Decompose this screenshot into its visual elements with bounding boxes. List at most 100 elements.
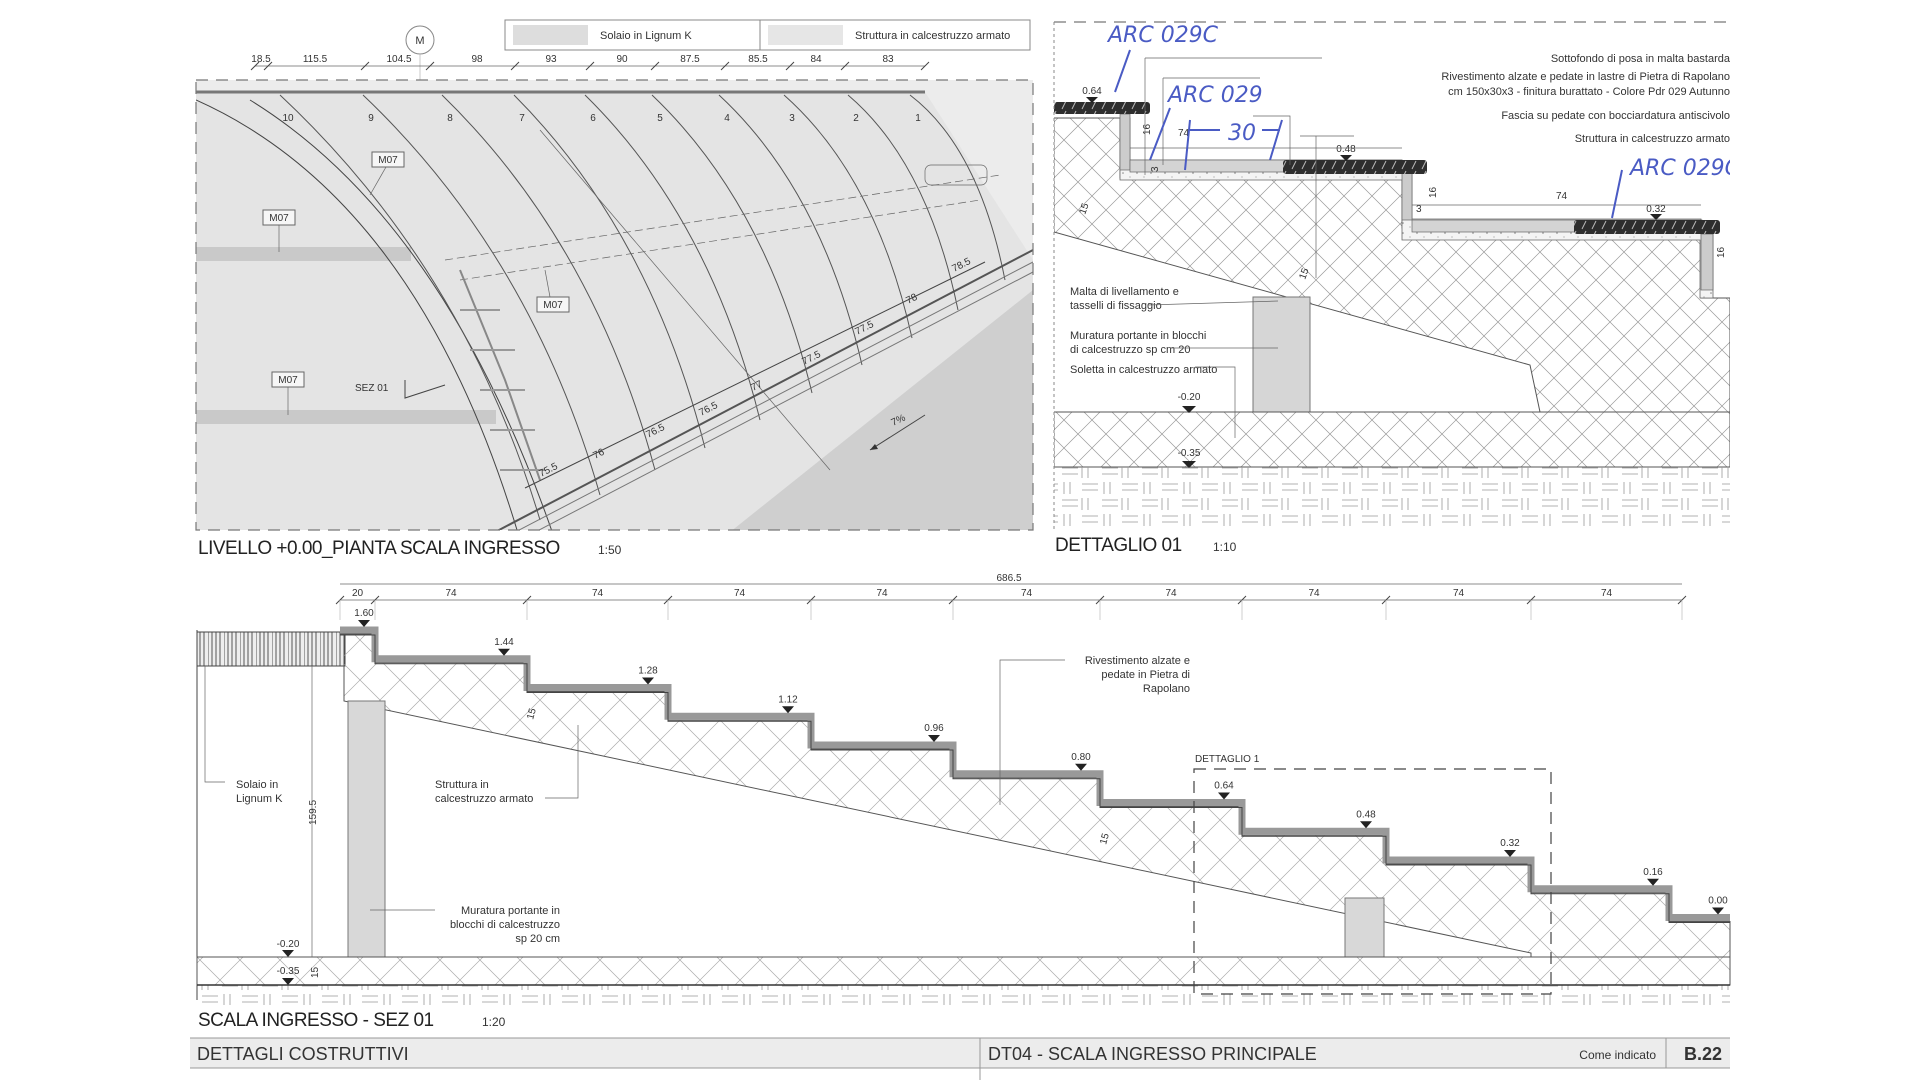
m07-tag: M07 xyxy=(271,371,305,415)
level-marker: 0.16 xyxy=(1643,867,1663,886)
dimension: 15 xyxy=(1297,266,1311,281)
dimension: 15 xyxy=(525,707,539,721)
step-number: 6 xyxy=(590,113,596,124)
dimension-label: 20 xyxy=(352,588,364,599)
level-marker: 0.00 xyxy=(1708,896,1728,915)
svg-text:M07: M07 xyxy=(278,375,298,386)
level-marker: 0.48 xyxy=(1356,809,1376,829)
level-triangle-icon xyxy=(1647,878,1659,886)
section-mark: SEZ 01 xyxy=(355,383,389,394)
m07-tag: M07 xyxy=(369,151,405,196)
lignum-floor xyxy=(196,631,346,667)
note-masonry: di calcestruzzo sp cm 20 xyxy=(1070,344,1190,356)
edge-dimension: 78 xyxy=(904,292,919,307)
dimension-label: 74 xyxy=(1308,588,1320,599)
height-dimension: 159.5 xyxy=(308,800,319,825)
dimension-label: 74 xyxy=(876,588,888,599)
dimension: 15 xyxy=(310,966,321,978)
step-line xyxy=(847,94,959,311)
level-marker: 0.96 xyxy=(924,723,944,742)
level-marker: 0.32 xyxy=(1646,204,1666,220)
level-value: 1.28 xyxy=(638,666,658,677)
level-value: 0.00 xyxy=(1708,896,1728,907)
level-triangle-icon xyxy=(1504,850,1516,857)
note-slab: Soletta in calcestruzzo armato xyxy=(1070,364,1217,376)
handwritten-note: ARC 029 xyxy=(1166,83,1263,108)
stone-tread xyxy=(1283,160,1427,174)
step-number: 3 xyxy=(789,113,795,124)
dimension-label: 18.5 xyxy=(251,54,271,65)
step-number: 8 xyxy=(447,113,453,124)
handwritten-note: ARC 029C xyxy=(1628,156,1741,181)
svg-text:0.64: 0.64 xyxy=(1082,86,1102,97)
dimension-label: 74 xyxy=(445,588,457,599)
stone-tread xyxy=(1054,102,1150,114)
note-cladding: Rivestimento alzate e pedate in lastre d… xyxy=(1441,71,1730,83)
level-marker: -0.20 xyxy=(277,939,300,957)
svg-text:0.48: 0.48 xyxy=(1336,144,1356,155)
detail-callout-label: DETTAGLIO 1 xyxy=(1195,754,1260,765)
label-masonry: sp 20 cm xyxy=(515,933,560,945)
note-cladding-spec: cm 150x30x3 - finitura burattato - Color… xyxy=(1448,86,1730,98)
level-value: 0.48 xyxy=(1356,809,1376,820)
dimension-label: 74 xyxy=(1165,588,1177,599)
dimension-label: 83 xyxy=(882,54,894,65)
step-number: 5 xyxy=(657,113,663,124)
dimension-label: 74 xyxy=(1453,588,1465,599)
edge-dimension: 77 xyxy=(749,379,764,394)
handwritten-note: ARC 029C xyxy=(1106,23,1219,48)
step-line xyxy=(584,94,761,421)
grid-axis-label: M xyxy=(415,35,424,47)
section-title: SCALA INGRESSO - SEZ 01 xyxy=(198,1010,434,1031)
level-triangle-icon xyxy=(782,706,794,714)
label-masonry: Muratura portante in xyxy=(461,905,560,917)
label-cladding: Rapolano xyxy=(1143,683,1190,695)
dimension-label: 85.5 xyxy=(748,54,768,65)
svg-text:-0.20: -0.20 xyxy=(1178,392,1201,403)
dimension: 74 xyxy=(1178,128,1190,139)
step-line xyxy=(362,94,601,496)
level-triangle-icon xyxy=(1075,763,1087,771)
m07-tag: M07 xyxy=(536,269,570,313)
label-structure: calcestruzzo armato xyxy=(435,793,533,805)
level-triangle-icon xyxy=(1360,821,1372,829)
dimension: 16 xyxy=(1716,246,1727,258)
step-number: 1 xyxy=(915,113,921,124)
step-line xyxy=(718,94,863,366)
label-cladding: pedate in Pietra di xyxy=(1101,669,1190,681)
dimension-label: 115.5 xyxy=(303,54,328,65)
detail-callout-box xyxy=(1193,768,1552,995)
dimension-label: 74 xyxy=(1601,588,1613,599)
dimension-label: 74 xyxy=(1021,588,1033,599)
level-triangle-icon xyxy=(1218,792,1230,800)
level-marker: 0.80 xyxy=(1071,752,1091,771)
level-triangle-icon xyxy=(358,620,370,627)
level-value: 1.60 xyxy=(354,608,374,619)
masonry-block xyxy=(1252,296,1311,413)
step-line xyxy=(513,94,706,449)
floor-slab xyxy=(196,956,1731,986)
dimension-label: 98 xyxy=(471,54,483,65)
dimension-label: 104.5 xyxy=(386,54,411,65)
dimension: 15 xyxy=(1098,832,1112,846)
level-marker: 1.44 xyxy=(494,637,514,656)
masonry-wall xyxy=(347,700,386,958)
label-cladding: Rivestimento alzate e xyxy=(1085,655,1190,667)
masonry-block xyxy=(1344,897,1385,958)
note-mortar: Malta di livellamento e xyxy=(1070,286,1179,298)
detail-title: DETTAGLIO 01 xyxy=(1055,535,1182,556)
svg-text:M07: M07 xyxy=(269,213,289,224)
step-number: 10 xyxy=(282,113,294,124)
dimension: 74 xyxy=(1556,191,1568,202)
level-marker: 1.60 xyxy=(354,608,374,627)
m07-tag: M07 xyxy=(262,209,296,252)
drawing-category: DETTAGLI COSTRUTTIVI xyxy=(197,1044,409,1064)
sheet-scale: Come indicato xyxy=(1579,1048,1656,1062)
step-number: 2 xyxy=(853,113,859,124)
step-line xyxy=(783,94,913,339)
section-scale: 1:20 xyxy=(482,1015,506,1029)
level-marker: 0.64 xyxy=(1082,86,1102,103)
